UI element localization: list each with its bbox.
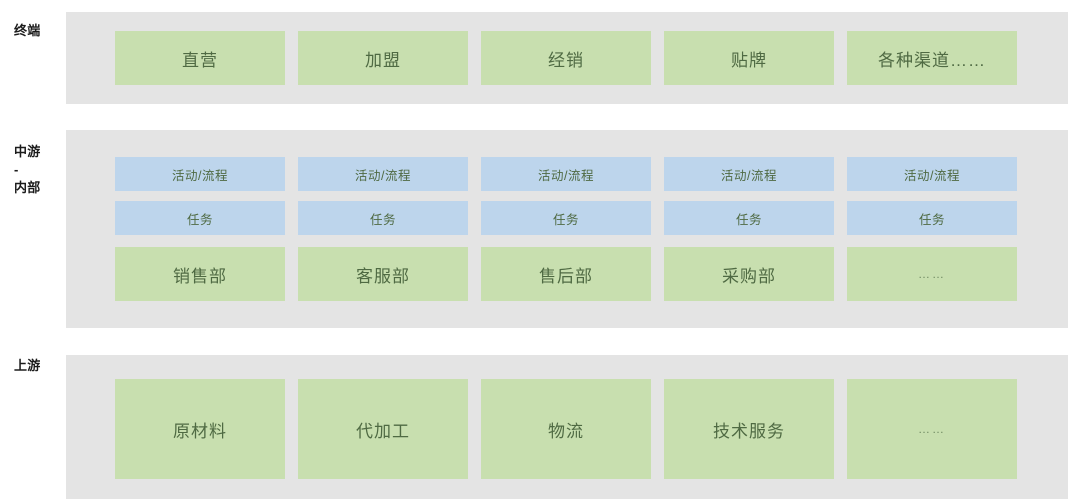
cell-task-1[interactable]: 任务 xyxy=(115,201,285,235)
cell-upstream-logistics[interactable]: 物流 xyxy=(481,379,651,479)
cell-terminal-oem[interactable]: 贴牌 xyxy=(664,31,834,85)
tier-upstream-row-suppliers: 原材料 代加工 物流 技术服务 …… xyxy=(115,379,1017,479)
cell-terminal-distribution[interactable]: 经销 xyxy=(481,31,651,85)
cell-activity-process-2[interactable]: 活动/流程 xyxy=(298,157,468,191)
tier-terminal-row-channels: 直营 加盟 经销 贴牌 各种渠道…… xyxy=(115,31,1017,85)
tier-midstream-row-activities: 活动/流程 活动/流程 活动/流程 活动/流程 活动/流程 xyxy=(115,157,1017,191)
tier-band-midstream-internal: 活动/流程 活动/流程 活动/流程 活动/流程 活动/流程 任务 任务 任务 任… xyxy=(66,130,1068,328)
cell-upstream-more[interactable]: …… xyxy=(847,379,1017,479)
cell-task-3[interactable]: 任务 xyxy=(481,201,651,235)
cell-task-2[interactable]: 任务 xyxy=(298,201,468,235)
cell-department-sales[interactable]: 销售部 xyxy=(115,247,285,301)
cell-task-4[interactable]: 任务 xyxy=(664,201,834,235)
tier-terminal: 终端 直营 加盟 经销 贴牌 各种渠道…… xyxy=(0,0,1080,118)
tier-label-midstream-internal: 中游 - 内部 xyxy=(14,144,41,195)
tier-label-upstream: 上游 xyxy=(14,358,41,373)
tier-midstream-row-departments: 销售部 客服部 售后部 采购部 …… xyxy=(115,247,1017,301)
tier-label-terminal: 终端 xyxy=(14,23,41,38)
cell-terminal-direct[interactable]: 直营 xyxy=(115,31,285,85)
cell-terminal-other-channels[interactable]: 各种渠道…… xyxy=(847,31,1017,85)
tier-band-upstream: 原材料 代加工 物流 技术服务 …… xyxy=(66,355,1068,499)
cell-upstream-contract-manufacturing[interactable]: 代加工 xyxy=(298,379,468,479)
tier-upstream: 上游 原材料 代加工 物流 技术服务 …… xyxy=(0,355,1080,499)
cell-department-customer-service[interactable]: 客服部 xyxy=(298,247,468,301)
cell-activity-process-5[interactable]: 活动/流程 xyxy=(847,157,1017,191)
cell-department-more[interactable]: …… xyxy=(847,247,1017,301)
cell-activity-process-1[interactable]: 活动/流程 xyxy=(115,157,285,191)
tier-band-terminal: 直营 加盟 经销 贴牌 各种渠道…… xyxy=(66,12,1068,104)
tier-midstream-internal: 中游 - 内部 活动/流程 活动/流程 活动/流程 活动/流程 活动/流程 任务… xyxy=(0,130,1080,389)
cell-terminal-franchise[interactable]: 加盟 xyxy=(298,31,468,85)
tier-midstream-row-tasks: 任务 任务 任务 任务 任务 xyxy=(115,201,1017,235)
cell-department-procurement[interactable]: 采购部 xyxy=(664,247,834,301)
cell-department-after-sales[interactable]: 售后部 xyxy=(481,247,651,301)
cell-task-5[interactable]: 任务 xyxy=(847,201,1017,235)
cell-activity-process-3[interactable]: 活动/流程 xyxy=(481,157,651,191)
cell-upstream-raw-materials[interactable]: 原材料 xyxy=(115,379,285,479)
cell-activity-process-4[interactable]: 活动/流程 xyxy=(664,157,834,191)
cell-upstream-technical-service[interactable]: 技术服务 xyxy=(664,379,834,479)
